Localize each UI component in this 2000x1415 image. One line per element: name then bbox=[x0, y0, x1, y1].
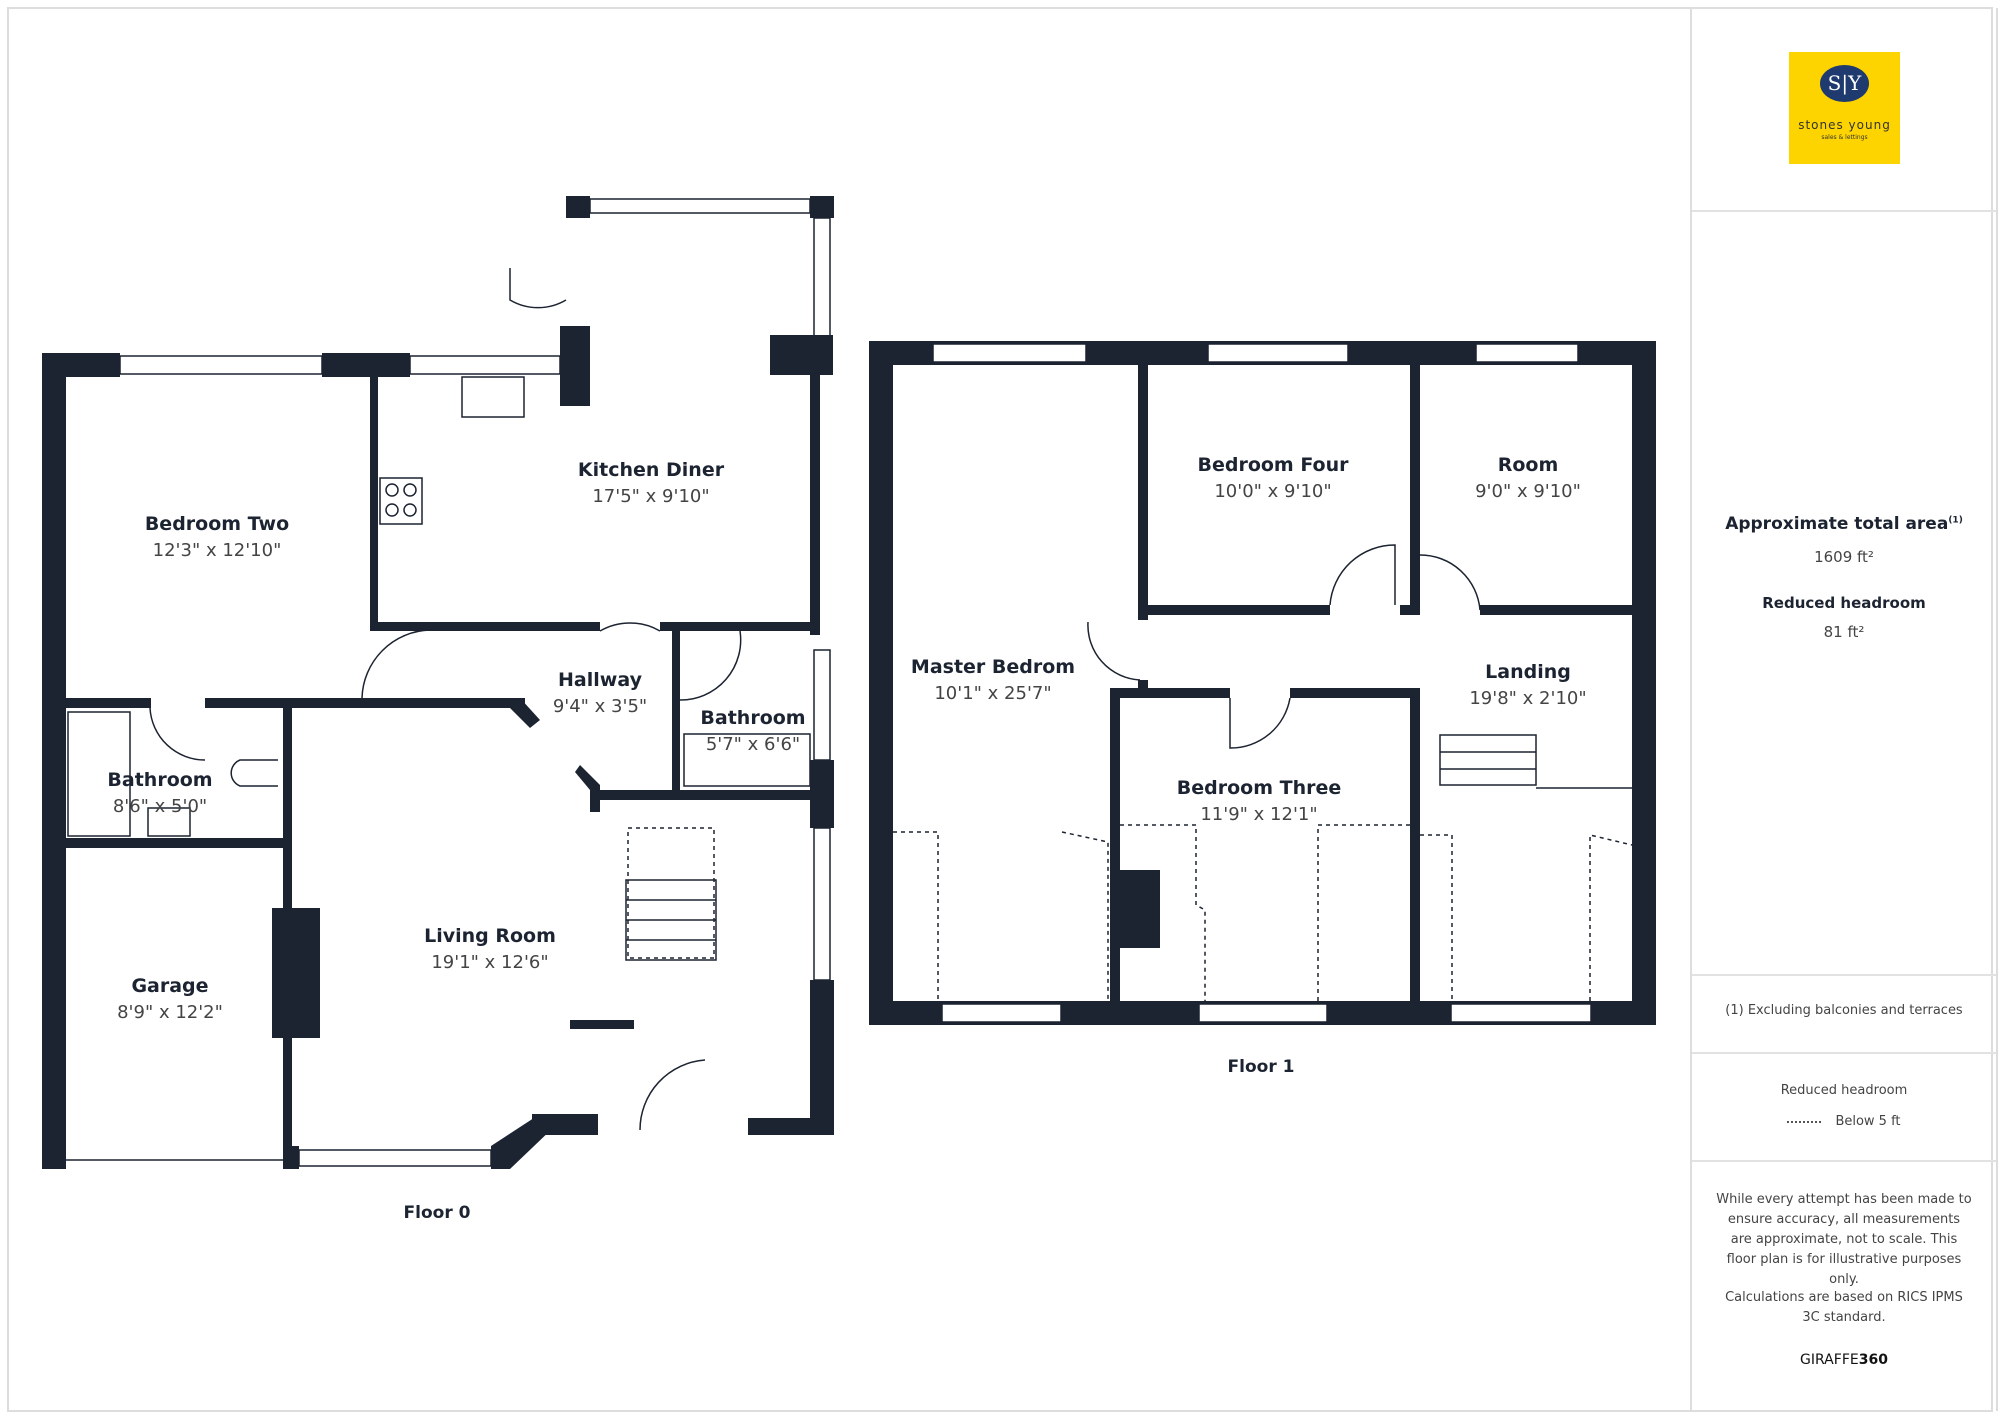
room-name: Living Room bbox=[424, 925, 556, 947]
dotted-line-icon bbox=[1787, 1120, 1822, 1123]
room-dims: 9'0" x 9'10" bbox=[1475, 481, 1581, 502]
total-area-label: Approximate total area(1) bbox=[1725, 514, 1963, 534]
floor-label: Floor 1 bbox=[1228, 1057, 1295, 1077]
divider bbox=[1692, 210, 1996, 212]
logo-name: stones young bbox=[1798, 118, 1891, 132]
room-dims: 10'1" x 25'7" bbox=[934, 683, 1051, 704]
room-name: Hallway bbox=[558, 669, 643, 691]
floor-0-plan: Bedroom Two 12'3" x 12'10" Kitchen Diner… bbox=[42, 196, 834, 1223]
total-area-value: 1609 ft² bbox=[1814, 548, 1874, 566]
divider bbox=[1692, 974, 1996, 976]
reduced-headroom-value: 81 ft² bbox=[1823, 623, 1865, 641]
room-dims: 5'7" x 6'6" bbox=[706, 734, 800, 755]
room-name: Kitchen Diner bbox=[578, 459, 725, 481]
room-dims: 19'1" x 12'6" bbox=[431, 952, 548, 973]
room-name: Bathroom bbox=[700, 707, 805, 729]
agency-logo: S|Y stones young sales & lettings bbox=[1789, 52, 1900, 164]
logo-tagline: sales & lettings bbox=[1821, 134, 1868, 141]
disclaimer: While every attempt has been made to ens… bbox=[1716, 1192, 1972, 1287]
room-name: Landing bbox=[1485, 661, 1571, 683]
room-dims: 9'4" x 3'5" bbox=[553, 696, 647, 717]
info-panel: S|Y stones young sales & lettings Approx… bbox=[1690, 8, 1998, 1411]
calculations-note: Calculations are based on RICS IPMS 3C s… bbox=[1725, 1290, 1963, 1325]
legend-title: Reduced headroom bbox=[1780, 1083, 1908, 1098]
floor-label: Floor 0 bbox=[404, 1203, 471, 1223]
divider bbox=[1692, 1160, 1996, 1162]
room-name: Garage bbox=[131, 975, 208, 997]
room-dims: 8'9" x 12'2" bbox=[117, 1002, 223, 1023]
page-frame bbox=[7, 7, 1993, 1412]
divider bbox=[1692, 1052, 1996, 1054]
room-name: Bedroom Four bbox=[1197, 454, 1349, 476]
room-name: Room bbox=[1498, 454, 1559, 476]
room-dims: 10'0" x 9'10" bbox=[1214, 481, 1331, 502]
room-dims: 11'9" x 12'1" bbox=[1200, 804, 1317, 825]
floor-1-plan: Master Bedrom 10'1" x 25'7" Bedroom Four… bbox=[869, 341, 1656, 1077]
footnote: (1) Excluding balconies and terraces bbox=[1725, 1003, 1963, 1018]
stairs bbox=[1439, 734, 1632, 789]
brand-mark: GIRAFFE360 bbox=[1800, 1352, 1888, 1368]
stairs bbox=[625, 827, 717, 961]
room-dims: 8'6" x 5'0" bbox=[113, 796, 207, 817]
room-name: Master Bedrom bbox=[911, 656, 1075, 678]
room-name: Bedroom Three bbox=[1177, 777, 1342, 799]
reduced-headroom-label: Reduced headroom bbox=[1762, 594, 1926, 612]
logo-monogram: S|Y bbox=[1820, 65, 1869, 102]
room-name: Bathroom bbox=[107, 769, 212, 791]
room-dims: 12'3" x 12'10" bbox=[153, 540, 282, 561]
room-name: Bedroom Two bbox=[145, 513, 289, 535]
room-dims: 17'5" x 9'10" bbox=[592, 486, 709, 507]
room-dims: 19'8" x 2'10" bbox=[1469, 688, 1586, 709]
legend-item: Below 5 ft bbox=[1692, 1114, 1996, 1129]
